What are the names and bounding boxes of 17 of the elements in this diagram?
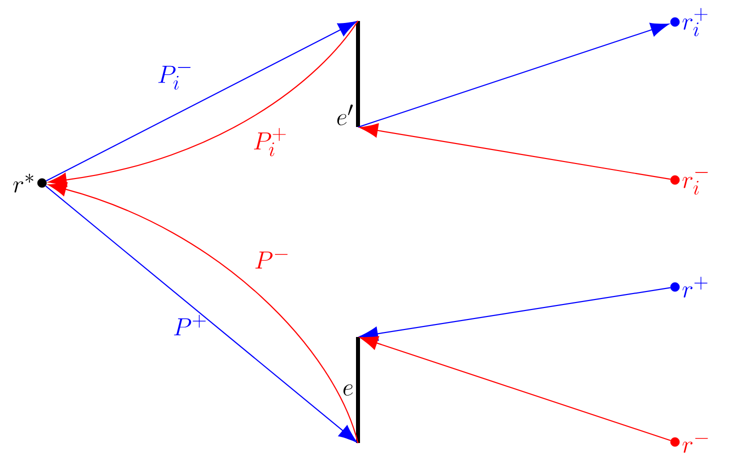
node-label: $r_i^-$ <box>682 172 708 195</box>
segment-bar: $e'$ <box>337 21 360 127</box>
node-label: $r^+$ <box>682 276 708 298</box>
edge-label: $P^-$ <box>255 252 288 269</box>
edge-label: $P_i^-$ <box>158 66 191 90</box>
arrow <box>360 287 670 341</box>
arrow <box>358 22 669 128</box>
arrow <box>360 123 670 180</box>
node-label: $e'$ <box>337 104 353 126</box>
segment-bar: $e$ <box>343 337 360 443</box>
edge-label: $P_i^+$ <box>254 128 286 156</box>
edge-label: $P^+$ <box>174 314 206 336</box>
arrow <box>360 336 671 442</box>
node-label: $r_i^+$ <box>682 8 708 36</box>
node-label: $r^-$ <box>682 438 708 453</box>
node-label: $r^*$ <box>13 174 34 193</box>
node-label: $e$ <box>343 384 353 396</box>
